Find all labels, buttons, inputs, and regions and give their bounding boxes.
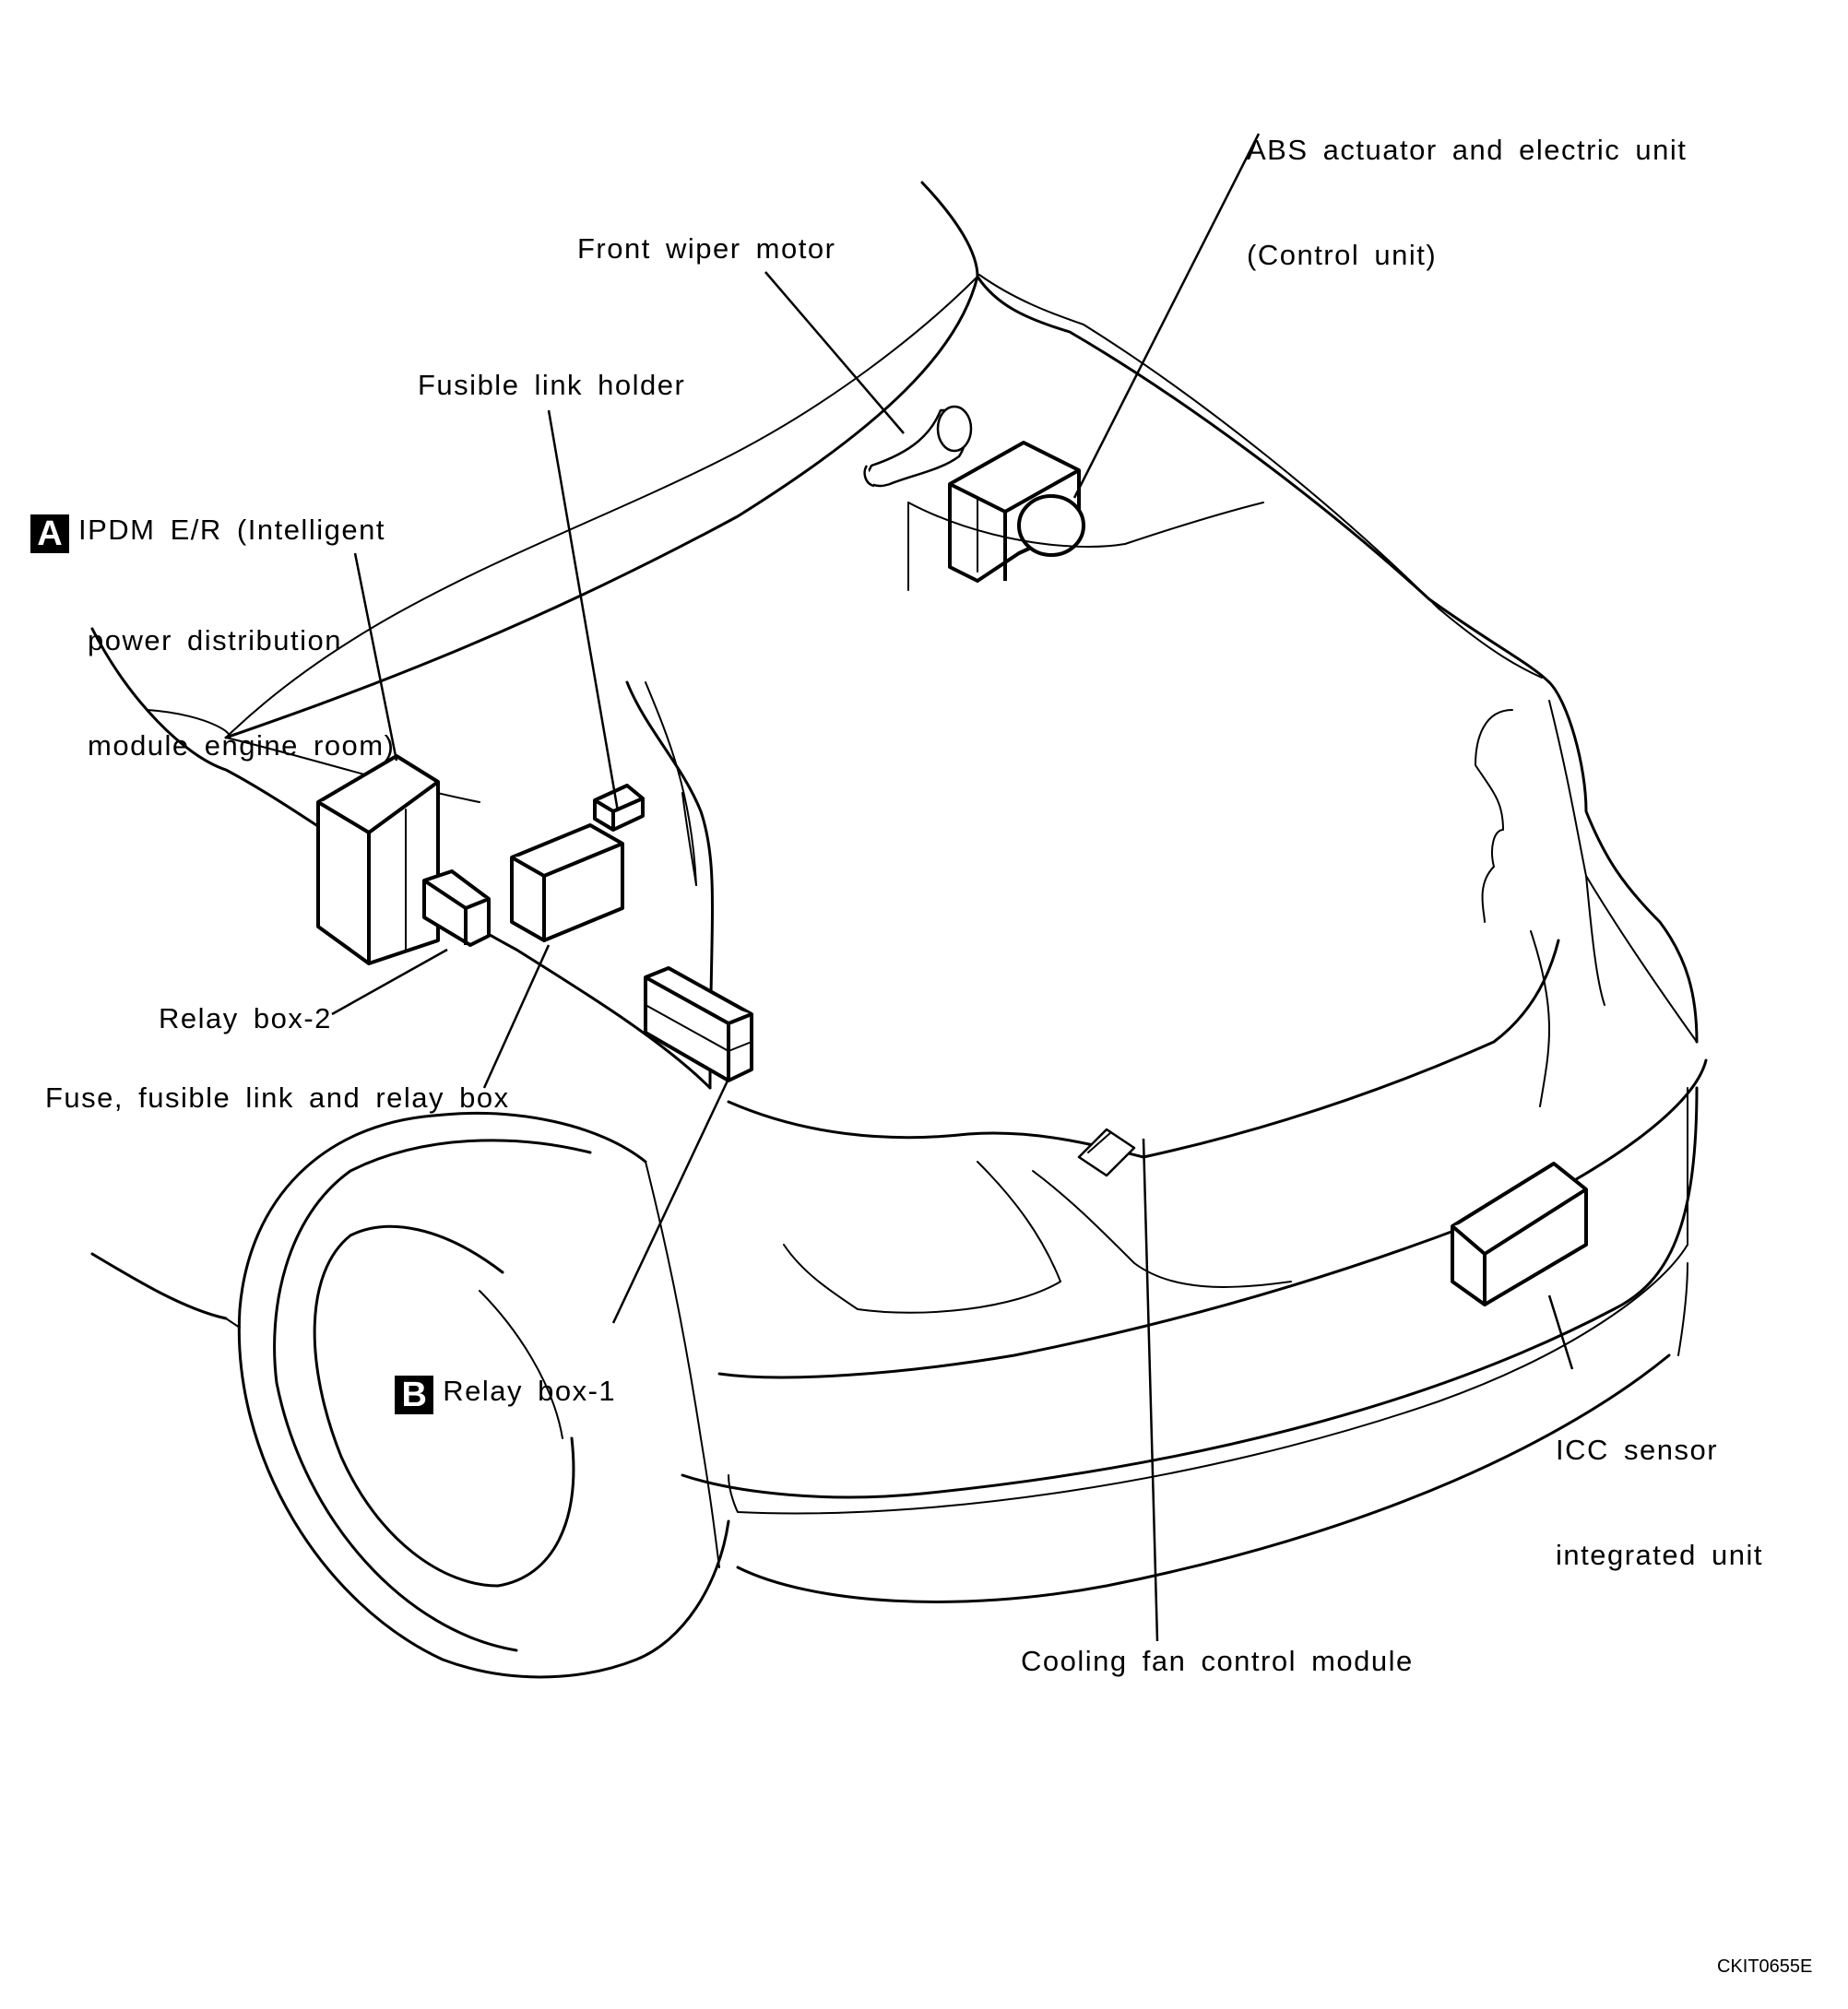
front-wheel bbox=[237, 1111, 730, 1679]
label-front-wiper-motor: Front wiper motor bbox=[577, 232, 836, 265]
label-fusible-link-holder: Fusible link holder bbox=[418, 369, 686, 401]
marker-a-badge: A bbox=[30, 514, 69, 553]
label-relay-box-1-text: Relay box-1 bbox=[443, 1375, 617, 1407]
leader-lines bbox=[331, 133, 1574, 1642]
label-relay-box-2: Relay box-2 bbox=[159, 1002, 332, 1034]
relay-box-2-component bbox=[422, 869, 491, 947]
label-cooling-fan-control-module: Cooling fan control module bbox=[1021, 1645, 1414, 1677]
label-ipdm-line-3: module engine room) bbox=[88, 729, 396, 762]
label-ipdm-text-1: IPDM E/R (Intelligent bbox=[78, 514, 385, 546]
fuse-relay-box-component bbox=[510, 823, 624, 942]
cooling-fan-module-component bbox=[1077, 1128, 1136, 1177]
figure-code: CKIT0655E bbox=[1717, 1956, 1813, 1977]
relay-box-1-component bbox=[644, 966, 753, 1082]
label-abs-line-2: (Control unit) bbox=[1247, 239, 1438, 271]
label-icc-line-1: ICC sensor bbox=[1556, 1434, 1719, 1466]
abs-actuator-component bbox=[907, 441, 1264, 591]
label-ipdm-line-1: A IPDM E/R (Intelligent bbox=[30, 513, 395, 553]
label-ipdm: A IPDM E/R (Intelligent power distributio… bbox=[30, 443, 395, 798]
marker-b-badge: B bbox=[395, 1376, 434, 1414]
icc-sensor-component bbox=[1451, 1162, 1588, 1306]
fusible-link-holder-component bbox=[593, 784, 645, 832]
label-icc-line-2: integrated unit bbox=[1556, 1539, 1763, 1571]
label-relay-box-1: B Relay box-1 bbox=[365, 1339, 616, 1414]
wiper-motor-component bbox=[863, 405, 973, 488]
ipdm-component bbox=[316, 754, 440, 965]
label-abs-actuator: ABS actuator and electric unit (Control … bbox=[1247, 63, 1687, 308]
label-ipdm-line-2: power distribution bbox=[88, 624, 342, 656]
label-abs-line-1: ABS actuator and electric unit bbox=[1247, 134, 1688, 166]
label-fuse-fusible-link-relay-box: Fuse, fusible link and relay box bbox=[45, 1081, 510, 1114]
label-icc-sensor: ICC sensor integrated unit bbox=[1556, 1363, 1763, 1608]
